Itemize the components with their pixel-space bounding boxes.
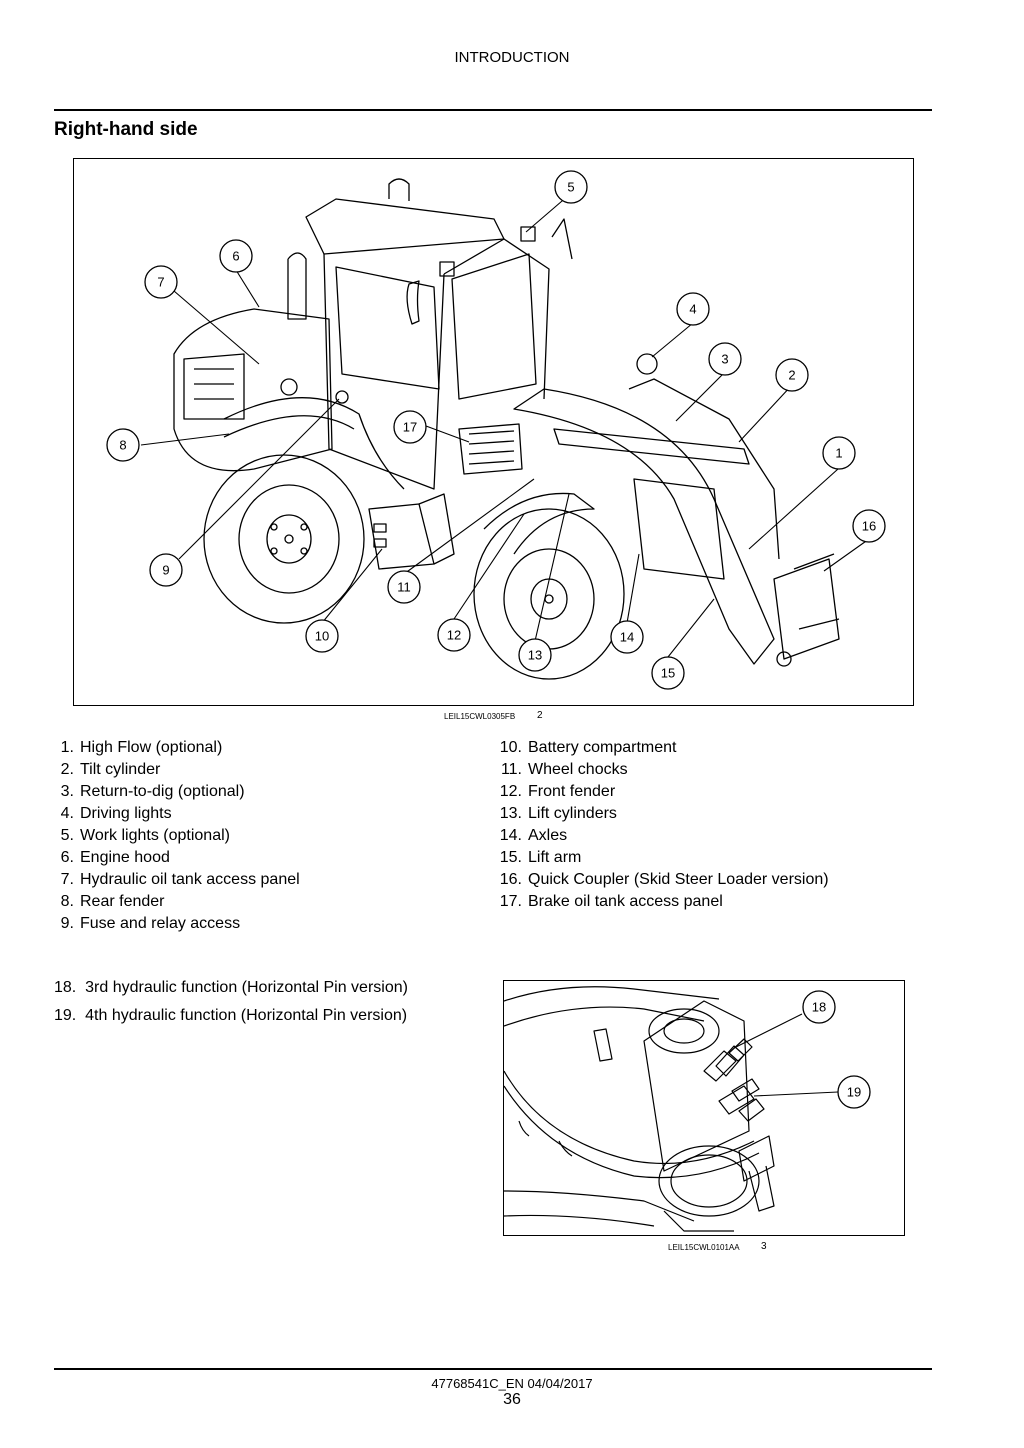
callout-16: 16 bbox=[862, 519, 876, 534]
callout-3: 3 bbox=[721, 352, 728, 367]
callout-11: 11 bbox=[397, 580, 411, 595]
section-title: Right-hand side bbox=[54, 119, 198, 140]
legend-right: 10.Battery compartment 11.Wheel chocks 1… bbox=[497, 737, 829, 913]
legend-left: 1.High Flow (optional) 2.Tilt cylinder 3… bbox=[56, 737, 300, 935]
callout-17: 17 bbox=[403, 420, 417, 435]
legend-item: 6.Engine hood bbox=[60, 849, 170, 866]
footer-rule bbox=[54, 1368, 932, 1370]
figure3-number: 3 bbox=[761, 1241, 767, 1252]
legend-item: 5.Work lights (optional) bbox=[60, 827, 230, 844]
legend-item-18: 18. 3rd hydraulic function (Horizontal P… bbox=[54, 979, 408, 996]
callout-7: 7 bbox=[157, 275, 164, 290]
figure3-code: LEIL15CWL0101AA bbox=[668, 1243, 740, 1252]
legend-item: 11.Wheel chocks bbox=[500, 761, 628, 778]
figure2-number: 2 bbox=[537, 710, 543, 721]
legend-item: 10.Battery compartment bbox=[499, 739, 677, 756]
legend-item: 12.Front fender bbox=[499, 783, 616, 800]
page-number: 36 bbox=[503, 1391, 521, 1408]
legend-item: 2.Tilt cylinder bbox=[60, 761, 161, 778]
callout-1: 1 bbox=[835, 446, 842, 461]
legend-item: 14.Axles bbox=[499, 827, 568, 844]
callout-12: 12 bbox=[447, 628, 461, 643]
callout-13: 13 bbox=[528, 648, 542, 663]
figure2-code: LEIL15CWL0305FB bbox=[444, 712, 516, 721]
legend-item: 3.Return-to-dig (optional) bbox=[60, 783, 245, 800]
callout-2: 2 bbox=[788, 368, 795, 383]
callout-4: 4 bbox=[689, 302, 696, 317]
callout-6: 6 bbox=[232, 249, 239, 264]
legend-item: 7.Hydraulic oil tank access panel bbox=[60, 871, 300, 888]
legend-item-19: 19. 4th hydraulic function (Horizontal P… bbox=[54, 1007, 408, 1024]
figure-loader-right-side: 1 2 3 4 5 6 7 8 9 10 11 12 13 14 15 16 1… bbox=[73, 158, 914, 706]
legend-item: 15.Lift arm bbox=[499, 849, 582, 866]
legend-item: 17.Brake oil tank access panel bbox=[499, 893, 723, 910]
figure-hydraulic-couplers: 18 19 bbox=[503, 980, 905, 1236]
legend-item: 8.Rear fender bbox=[60, 893, 165, 910]
callout-15: 15 bbox=[661, 666, 675, 681]
callout-9: 9 bbox=[162, 563, 169, 578]
legend-item: 1.High Flow (optional) bbox=[60, 739, 223, 756]
footer-doc-id: 47768541C_EN 04/04/2017 bbox=[431, 1376, 593, 1391]
legend-item: 4.Driving lights bbox=[60, 805, 172, 822]
callout-10: 10 bbox=[315, 629, 329, 644]
callout-14: 14 bbox=[620, 630, 634, 645]
header-rule bbox=[54, 109, 932, 111]
callout-18: 18 bbox=[812, 1000, 826, 1015]
legend-item: 13.Lift cylinders bbox=[499, 805, 617, 822]
page-header: INTRODUCTION bbox=[454, 49, 570, 66]
callout-8: 8 bbox=[119, 438, 126, 453]
loader-illustration: 1 2 3 4 5 6 7 8 9 10 11 12 13 14 15 16 1… bbox=[106, 170, 886, 690]
callout-5: 5 bbox=[567, 180, 574, 195]
legend-item: 9.Fuse and relay access bbox=[60, 915, 241, 932]
hydraulic-illustration: 18 19 bbox=[504, 986, 871, 1232]
callout-19: 19 bbox=[847, 1085, 861, 1100]
legend-item: 16.Quick Coupler (Skid Steer Loader vers… bbox=[499, 871, 829, 888]
